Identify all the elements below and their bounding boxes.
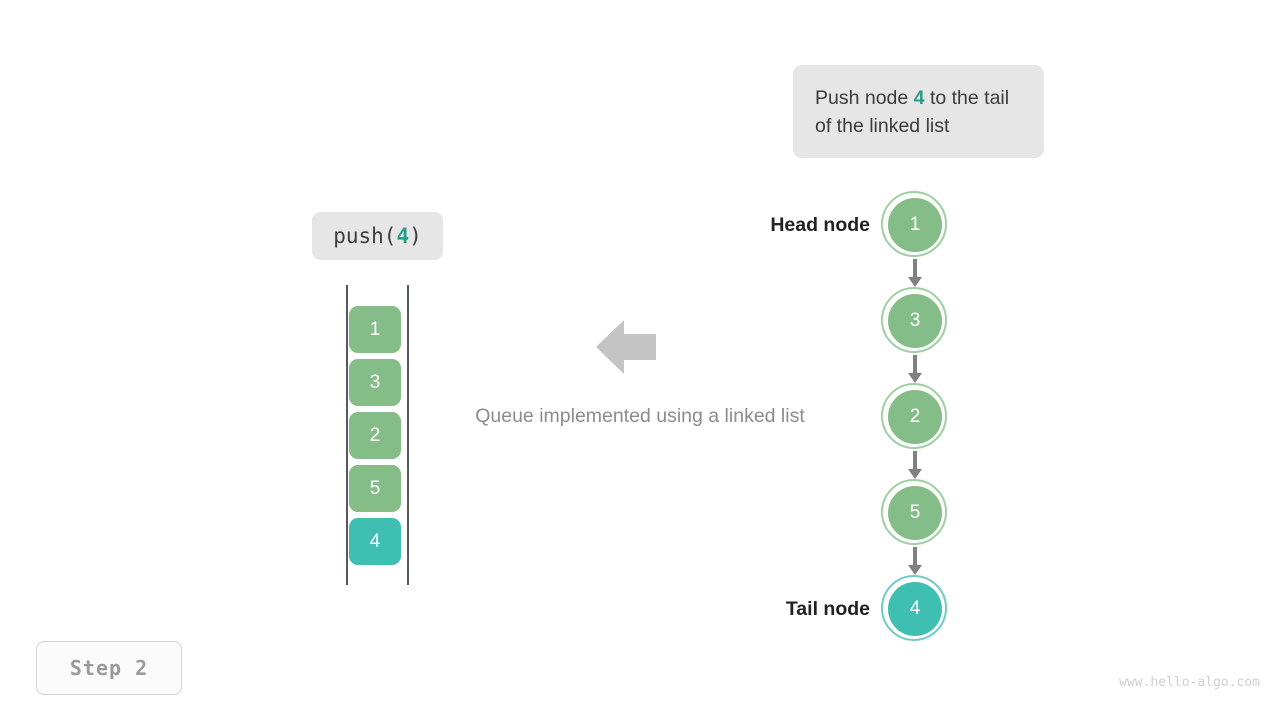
connector-arrowhead-icon (908, 565, 922, 575)
flow-caption: Queue implemented using a linked list (475, 405, 805, 427)
list-node-ring (881, 479, 947, 545)
instruction-callout: Push node 4 to the tail of the linked li… (793, 65, 1044, 158)
operation-label: push(4) (312, 212, 443, 260)
instruction-text: Push node 4 to the tail of the linked li… (815, 84, 1022, 140)
head-node-label: Head node (770, 214, 870, 236)
queue-item: 3 (349, 359, 401, 406)
left-arrow-icon (596, 320, 656, 374)
queue-item-value: 1 (369, 318, 381, 340)
list-node: 1 (881, 191, 947, 257)
queue-item: 1 (349, 306, 401, 353)
list-node-ring (881, 191, 947, 257)
node-connector (913, 451, 917, 471)
instruction-value: 4 (913, 86, 925, 109)
list-node-ring (881, 575, 947, 641)
list-node-value: 1 (888, 198, 942, 252)
queue-item-value: 5 (369, 477, 381, 499)
node-connector (913, 355, 917, 375)
watermark: www.hello-algo.com (1119, 675, 1260, 690)
list-node: 5 (881, 479, 947, 545)
instruction-text-before: Push node (815, 86, 914, 109)
list-node: 2 (881, 383, 947, 449)
list-node-value: 4 (888, 582, 942, 636)
queue-item-value: 4 (369, 530, 381, 552)
connector-arrowhead-icon (908, 373, 922, 383)
list-node-ring (881, 287, 947, 353)
step-badge: Step 2 (36, 641, 182, 695)
queue-item: 5 (349, 465, 401, 512)
list-node-value: 2 (888, 390, 942, 444)
list-node-ring (881, 383, 947, 449)
queue-item-value: 3 (369, 371, 381, 393)
queue-item-value: 2 (369, 424, 381, 446)
connector-arrowhead-icon (908, 469, 922, 479)
operation-name: push( (333, 224, 397, 248)
operation-argument: 4 (396, 224, 410, 248)
queue-item: 4 (349, 518, 401, 565)
list-node: 3 (881, 287, 947, 353)
tail-node-label: Tail node (785, 598, 870, 620)
queue-column: 1 3 2 5 4 (340, 280, 420, 595)
queue-rail-left (346, 285, 348, 585)
queue-item: 2 (349, 412, 401, 459)
list-node-value: 3 (888, 294, 942, 348)
queue-rail-right (407, 285, 409, 585)
instruction-text-after: to the tail of the linked list (815, 86, 1010, 137)
node-connector (913, 259, 917, 279)
connector-arrowhead-icon (908, 277, 922, 287)
list-node: 4 (881, 575, 947, 641)
list-node-value: 5 (888, 486, 942, 540)
operation-close-paren: ) (409, 224, 422, 248)
node-connector (913, 547, 917, 567)
